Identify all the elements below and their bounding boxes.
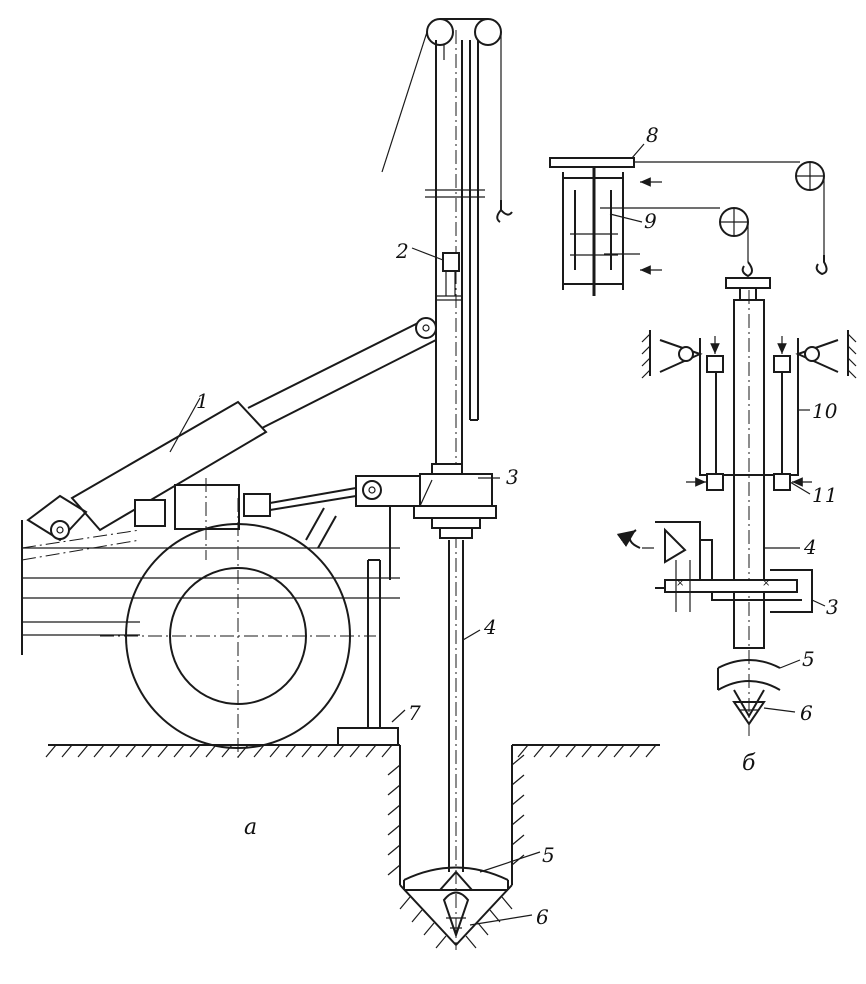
guide-pulley bbox=[719, 207, 753, 278]
label-10: 10 bbox=[812, 399, 838, 423]
boom-cylinder bbox=[26, 317, 437, 542]
label-9: 9 bbox=[644, 209, 657, 233]
chassis bbox=[21, 505, 400, 655]
crown-block bbox=[381, 18, 513, 223]
label-2: 2 bbox=[395, 239, 409, 263]
pilot-bit-b bbox=[732, 701, 766, 726]
auger-bucket-b bbox=[717, 659, 781, 719]
label-4a: 4 bbox=[483, 615, 497, 639]
label-5b: 5 bbox=[802, 647, 815, 671]
view-b: × × bbox=[549, 143, 857, 740]
label-1: 1 bbox=[196, 389, 209, 413]
kelly-rod-b bbox=[733, 290, 765, 740]
mast bbox=[425, 40, 485, 470]
label-6b: 6 bbox=[800, 701, 813, 725]
leader-lines-b bbox=[609, 143, 826, 713]
label-6a: 6 bbox=[536, 905, 549, 929]
subfigure-b-label: б bbox=[742, 751, 756, 776]
slider-block bbox=[442, 252, 460, 296]
rotator-b: × × bbox=[616, 521, 813, 613]
ground-left bbox=[45, 744, 660, 758]
label-4b: 4 bbox=[803, 535, 817, 559]
view-a bbox=[21, 18, 660, 950]
wheel bbox=[100, 498, 376, 760]
label-3a: 3 bbox=[506, 465, 519, 489]
guide-frame bbox=[641, 330, 857, 491]
label-8: 8 bbox=[646, 123, 659, 147]
leader-lines-a bbox=[169, 247, 541, 926]
label-7: 7 bbox=[408, 701, 421, 725]
svg-text:×: × bbox=[676, 578, 684, 589]
subfigure-a-label: а bbox=[244, 815, 257, 840]
outrigger bbox=[337, 559, 399, 746]
label-3b: 3 bbox=[826, 595, 839, 619]
top-beam bbox=[549, 157, 828, 276]
svg-text:×: × bbox=[762, 578, 770, 589]
label-11: 11 bbox=[812, 483, 837, 507]
labels: 1 2 3 4 5 6 7 8 9 10 11 4 3 5 6 а б bbox=[196, 123, 839, 929]
label-5a: 5 bbox=[542, 843, 555, 867]
rotator-a bbox=[413, 463, 497, 539]
swivel bbox=[725, 277, 771, 301]
winch-drum bbox=[562, 168, 720, 296]
auger-bucket-a bbox=[403, 866, 509, 891]
